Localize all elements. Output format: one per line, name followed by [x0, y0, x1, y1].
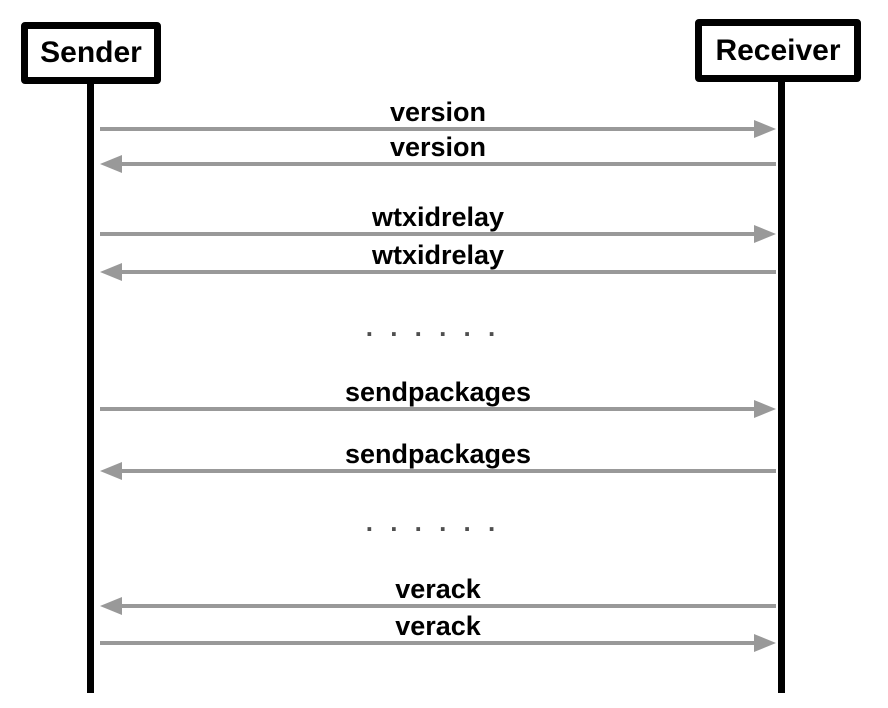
arrowhead-icon — [100, 155, 122, 173]
arrow-line — [100, 407, 758, 411]
actor-box-sender: Sender — [21, 22, 161, 84]
arrowhead-icon — [754, 400, 776, 418]
arrow-line — [100, 641, 758, 645]
actor-box-receiver: Receiver — [695, 19, 861, 82]
arrowhead-icon — [100, 597, 122, 615]
ellipsis-dots: . . . . . . — [365, 312, 501, 343]
actor-label-receiver: Receiver — [715, 33, 841, 67]
arrowhead-icon — [754, 634, 776, 652]
arrow-line — [118, 162, 776, 166]
lifeline-sender — [87, 84, 94, 693]
lifeline-receiver — [778, 82, 785, 693]
arrow-line — [118, 604, 776, 608]
arrowhead-icon — [100, 462, 122, 480]
message-label: wtxidrelay — [371, 202, 505, 232]
arrow-line — [118, 469, 776, 473]
arrow-line — [100, 127, 758, 131]
ellipsis-dots: . . . . . . — [365, 507, 501, 538]
arrowhead-icon — [754, 120, 776, 138]
arrowhead-icon — [754, 225, 776, 243]
message-label: version — [389, 132, 487, 162]
message-label: version — [389, 97, 487, 127]
message-label: wtxidrelay — [371, 240, 505, 270]
arrow-line — [118, 270, 776, 274]
message-label: sendpackages — [344, 439, 532, 469]
message-label: verack — [395, 574, 481, 604]
message-label: verack — [395, 611, 481, 641]
arrowhead-icon — [100, 263, 122, 281]
actor-label-sender: Sender — [40, 36, 142, 69]
arrow-line — [100, 232, 758, 236]
message-label: sendpackages — [344, 377, 532, 407]
